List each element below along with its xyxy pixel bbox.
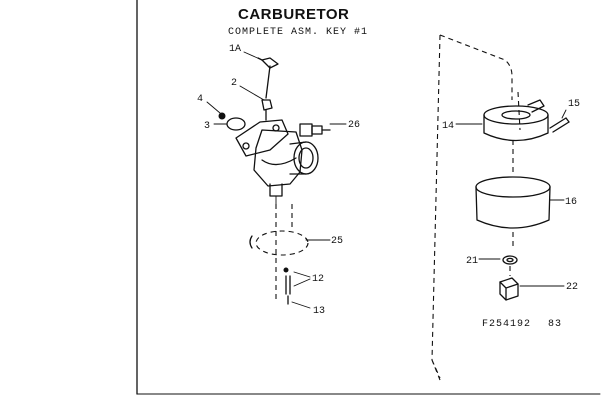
part-25-bowl-gasket	[255, 230, 309, 256]
part-26-fitting	[299, 123, 331, 137]
callout-label: 15	[568, 99, 580, 110]
part-4-screw	[218, 112, 226, 120]
callout-15: 15	[561, 99, 580, 119]
callout-26: 26	[329, 120, 360, 131]
callout-label: 21	[466, 256, 478, 267]
callout-4: 4	[197, 94, 221, 114]
part-16-filter-element	[475, 176, 551, 229]
air-cleaner-outline	[431, 34, 513, 381]
callout-22: 22	[519, 282, 578, 293]
part-1a-choke-linkage	[257, 57, 279, 99]
figure-revision: 83	[548, 319, 562, 330]
callout-label: 3	[204, 121, 210, 132]
callout-label: 22	[566, 282, 578, 293]
part-15-stud	[549, 117, 570, 133]
callout-13: 13	[291, 301, 325, 317]
callout-label: 4	[197, 94, 203, 105]
part-3-gasket	[226, 117, 246, 131]
callout-label: 26	[348, 120, 360, 131]
callout-label: 1A	[229, 44, 241, 55]
callout-16: 16	[549, 197, 577, 208]
diagram-title: CARBURETOR	[238, 6, 349, 23]
callout-14: 14	[442, 121, 483, 132]
figure-number: F254192	[482, 319, 531, 330]
callout-label: 14	[442, 121, 454, 132]
callout-25: 25	[305, 236, 343, 247]
part-14-air-cleaner-base	[483, 99, 549, 142]
callout-label: 12	[312, 274, 324, 285]
callout-1a: 1A	[229, 44, 263, 61]
callout-label: 16	[565, 197, 577, 208]
part-12-pin	[283, 267, 291, 295]
part-2-needle	[261, 99, 273, 121]
callout-21: 21	[466, 256, 501, 267]
carburetor-body	[235, 119, 319, 205]
callout-label: 25	[331, 236, 343, 247]
callout-label: 13	[313, 306, 325, 317]
diagram-subtitle: COMPLETE ASM. KEY #1	[228, 27, 368, 38]
callout-12: 12	[293, 271, 324, 287]
callout-label: 2	[231, 78, 237, 89]
part-22-nut	[499, 277, 519, 301]
part-21-washer	[502, 255, 518, 265]
callout-3: 3	[204, 121, 228, 132]
callout-2: 2	[231, 78, 265, 101]
